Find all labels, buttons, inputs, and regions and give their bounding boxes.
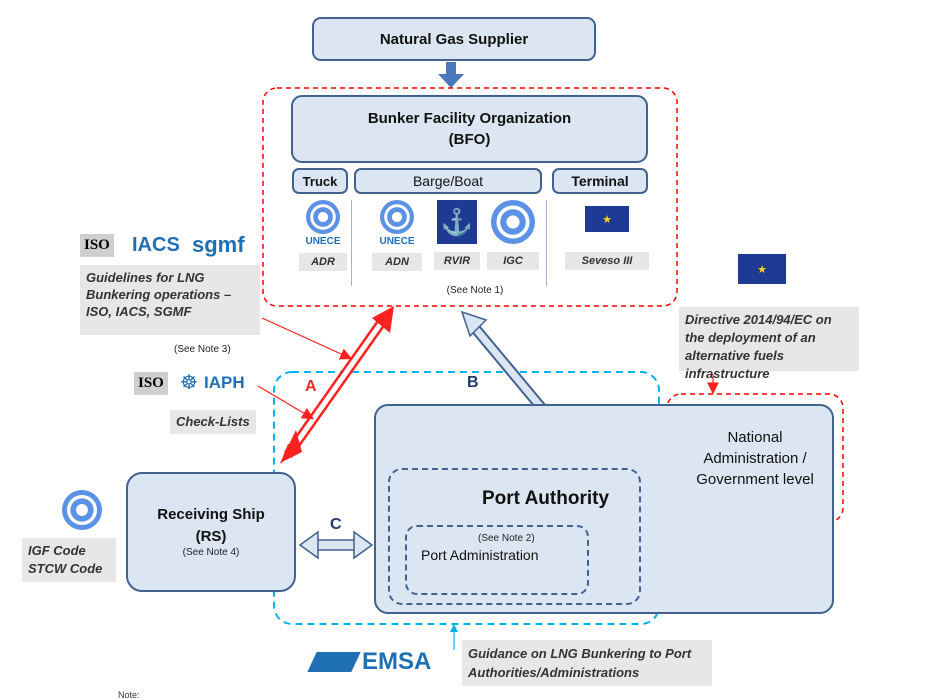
- sgmf-logo-icon: sgmf: [192, 232, 245, 257]
- reg-igc: IGC: [487, 200, 539, 270]
- guidelines-pointer: [261, 317, 353, 360]
- anchor-icon: ⚓: [437, 200, 477, 244]
- note-2: (See Note 2): [478, 533, 535, 544]
- ship-wheel-icon: ☸: [180, 372, 198, 394]
- reg-adr: UNECE ADR: [299, 200, 347, 271]
- arrow-a: [280, 306, 394, 464]
- supplier-arrow: [438, 62, 464, 88]
- seveso-label: Seveso III: [565, 252, 649, 270]
- checklists-text: Check-Lists: [170, 410, 256, 434]
- mode-terminal-label: Terminal: [571, 173, 629, 189]
- natural-gas-supplier-box: Natural Gas Supplier: [312, 17, 596, 61]
- bfo-box: Bunker Facility Organization (BFO): [291, 95, 648, 163]
- iaph-logo-icon: IAPH: [204, 373, 245, 392]
- mode-terminal: Terminal: [552, 168, 648, 194]
- eu-commission-icon: ★: [738, 254, 786, 284]
- footer-note: Note:: [118, 690, 140, 700]
- reg-rvir: ⚓ RVIR: [434, 200, 480, 270]
- unece-label: UNECE: [305, 236, 341, 247]
- imo-logo-icon-2: [62, 490, 102, 530]
- note-1: (See Note 1): [446, 285, 504, 296]
- unece-label-2: UNECE: [379, 236, 415, 247]
- reg-seveso: ★ Seveso III: [565, 206, 649, 270]
- receiving-ship-box: Receiving Ship (RS) (See Note 4): [126, 472, 296, 592]
- rs-title: Receiving Ship: [157, 506, 265, 523]
- label-a: A: [305, 378, 317, 395]
- bfo-abbrev: (BFO): [448, 131, 491, 148]
- reg-adn: UNECE ADN: [372, 200, 422, 271]
- emsa-logo-icon: [307, 652, 361, 672]
- checklist-logos: ISO ☸ IAPH: [134, 369, 264, 399]
- arrow-c: [298, 530, 374, 560]
- iso-logo-icon: ISO: [80, 234, 114, 257]
- emsa-guidance-text: Guidance on LNG Bunkering to Port Author…: [462, 640, 712, 686]
- eu-flag-icon: ★: [585, 206, 629, 232]
- separator-1: [351, 200, 352, 286]
- adr-label: ADR: [299, 253, 347, 271]
- emsa-logo-text: EMSA: [362, 648, 432, 675]
- imo-logo-icon: [491, 200, 535, 244]
- iacs-logo-icon: IACS: [132, 234, 180, 256]
- un-logo-icon: [306, 200, 340, 234]
- note-3: (See Note 3): [174, 344, 231, 355]
- igf-line2: STCW Code: [28, 561, 103, 576]
- national-dashed-container: [666, 393, 844, 523]
- igc-label: IGC: [487, 252, 539, 270]
- national-admin-box: National Administration / Government lev…: [680, 408, 830, 508]
- port-authority-label: Port Authority: [482, 488, 610, 509]
- separator-2: [546, 200, 547, 286]
- igf-text: IGF Code STCW Code: [22, 538, 116, 582]
- note-4: (See Note 4): [182, 547, 240, 558]
- mode-barge-label: Barge/Boat: [412, 173, 484, 189]
- bfo-title: Bunker Facility Organization: [367, 110, 572, 127]
- port-admin-label: Port Administration: [421, 547, 539, 563]
- guidelines-logos: ISO IACS sgmf: [80, 232, 260, 260]
- national-admin-label: National Administration / Government lev…: [696, 428, 814, 488]
- label-b: B: [467, 374, 479, 391]
- port-admin-container: [405, 525, 589, 595]
- label-c: C: [330, 516, 342, 533]
- supplier-label: Natural Gas Supplier: [379, 30, 529, 48]
- mode-truck-label: Truck: [302, 173, 338, 189]
- igf-line1: IGF Code: [28, 543, 86, 558]
- directive-text: Directive 2014/94/EC on the deployment o…: [679, 307, 859, 381]
- port-region-box: [374, 404, 834, 614]
- iso-logo-icon-2: ISO: [134, 372, 168, 395]
- rs-abbrev: (RS): [195, 528, 227, 545]
- guidelines-text: Guidelines for LNG Bunkering operations …: [80, 265, 260, 335]
- un-logo-icon: [380, 200, 414, 234]
- checklist-pointer: [257, 385, 315, 420]
- mode-barge: Barge/Boat: [354, 168, 542, 194]
- adn-label: ADN: [372, 253, 422, 271]
- emsa-logo: EMSA: [307, 646, 450, 678]
- bfo-dashed-container: [262, 87, 678, 307]
- mode-truck: Truck: [292, 168, 348, 194]
- port-authority-container: [388, 468, 641, 605]
- rvir-label: RVIR: [434, 252, 480, 270]
